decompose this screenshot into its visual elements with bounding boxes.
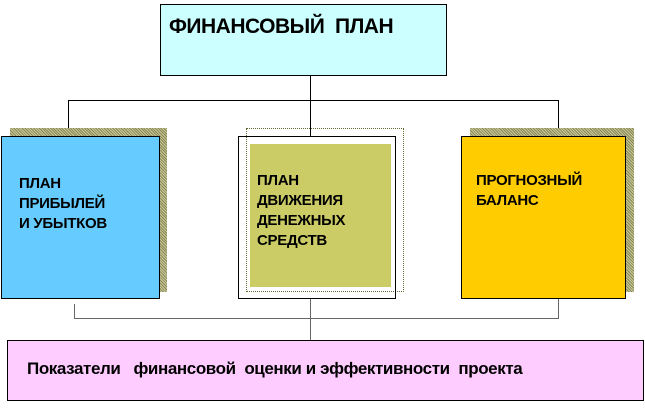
box-line: И УБЫТКОВ: [19, 215, 107, 232]
box-line: СРЕДСТВ: [257, 232, 327, 249]
connector-left: [68, 100, 69, 130]
box-line: БАЛАНС: [476, 192, 539, 209]
title-box: ФИНАНСОВЫЙ ПЛАН: [160, 4, 447, 76]
connector-bottom: [310, 298, 311, 340]
cash-flow-plan-box: ПЛАН ДВИЖЕНИЯ ДЕНЕЖНЫХ СРЕДСТВ: [238, 136, 396, 299]
indicators-box: Показатели финансовой оценки и эффективн…: [7, 340, 644, 401]
box-line: ПЛАН: [19, 175, 61, 192]
box-line: ПРИБЫЛЕЙ: [19, 195, 105, 212]
connector-bottom-right: [558, 298, 559, 319]
forecast-balance-box: ПРОГНОЗНЫЙ БАЛАНС: [461, 136, 626, 299]
box-line: ДЕНЕЖНЫХ: [257, 212, 346, 229]
box-line: ПЛАН: [257, 172, 299, 189]
title-text: ФИНАНСОВЫЙ ПЛАН: [169, 15, 394, 38]
connector-right: [558, 100, 559, 130]
center-box-dotted-frame: [246, 128, 404, 292]
connector-top: [310, 75, 311, 136]
profit-loss-plan-box: ПЛАН ПРИБЫЛЕЙ И УБЫТКОВ: [1, 136, 160, 299]
connector-horizontal-bottom: [74, 318, 559, 319]
box-line: ДВИЖЕНИЯ: [257, 192, 343, 209]
indicators-text: Показатели финансовой оценки и эффективн…: [27, 359, 523, 378]
connector-horizontal-top: [68, 100, 559, 101]
box-line: ПРОГНОЗНЫЙ: [476, 172, 582, 189]
cash-flow-inner: ПЛАН ДВИЖЕНИЯ ДЕНЕЖНЫХ СРЕДСТВ: [250, 144, 391, 287]
connector-bottom-left: [74, 304, 75, 319]
